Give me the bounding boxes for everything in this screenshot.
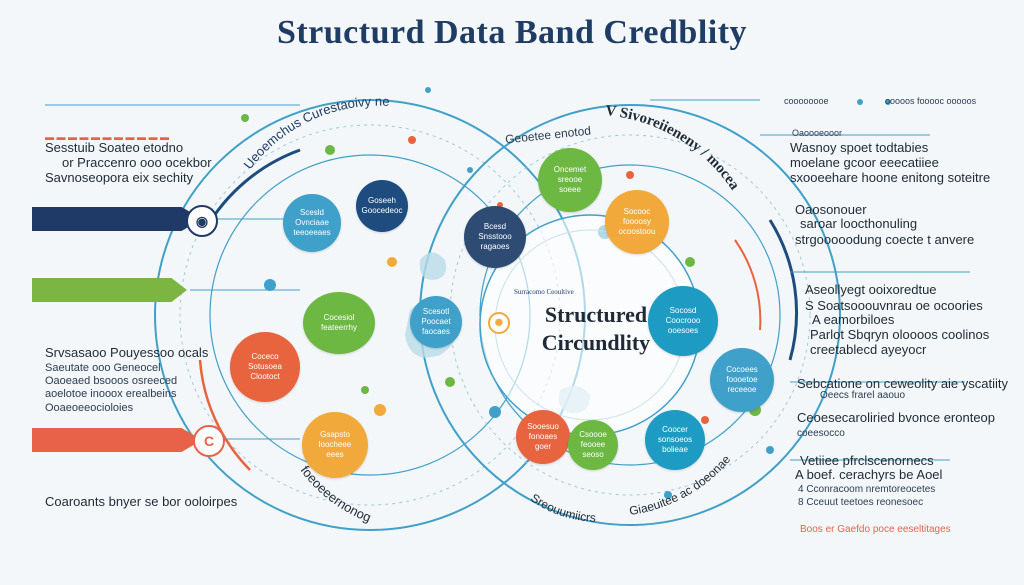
credibility-icon: C — [193, 425, 225, 457]
right-block-5-line-2: Oeecs frarel aaouo — [820, 390, 906, 401]
right-block-1-line-1: Wasnoy spoet todtabies — [790, 140, 929, 155]
dot — [701, 416, 709, 424]
sun-icon: ✺ — [488, 312, 510, 334]
right-block-1-line-2: moelane gcoor eeecatiiee — [790, 155, 939, 170]
dot — [445, 377, 455, 387]
splash — [419, 252, 447, 280]
left-bar-navy — [32, 207, 202, 231]
right-block-5-line-3: Ceoesecaroliried bvonce eronteop — [797, 410, 996, 425]
top-right-label-2: ooooos fooooc ooooos — [885, 96, 977, 106]
left-block-1-header: ▬ ▬ ▬ ▬ ▬ ▬ ▬ ▬ ▬ ▬ ▬ — [45, 132, 170, 142]
right-block-3-line-1: Oaosonouer — [795, 202, 867, 217]
bubble-12: Sooesuo fonoaes goer — [516, 410, 570, 464]
left-block-2-footnote: Ooaeoeeocioloies — [45, 402, 134, 414]
left-block-2-line-4: aoelotoe inooox erealbeins — [45, 388, 177, 400]
dot — [408, 136, 416, 144]
left-block-2-line-2: Saeutate ooo Geneocel — [45, 362, 161, 374]
dot — [857, 99, 863, 105]
bubble-11: Cocoees foooetoe receeoe — [710, 348, 774, 412]
ring-text-bottom-mid: Sreouumiicrs — [528, 491, 596, 525]
bubble-8: Oncemet sreooe soeee — [538, 148, 602, 212]
dot — [626, 171, 634, 179]
bubble-6: Gsapsto loocheee eees — [302, 412, 368, 478]
dot — [766, 446, 774, 454]
page-title: Structurd Data Band Credblity — [276, 14, 748, 51]
dot — [325, 145, 335, 155]
bubble-5: Coceco Sotusoea Clootoct — [230, 332, 300, 402]
right-block-6-line-3: 4 Cconracoom nremtoreocetes — [798, 484, 936, 495]
bubble-13: Csoooe feooee seoso — [568, 420, 618, 470]
bubble-10: Socosd Coocrooo ooesoes — [648, 286, 718, 356]
bubble-4: Scesotl Poocaet faocaes — [410, 296, 462, 348]
left-block-2-line-3: Oaoeaed bsooos osreeced — [45, 375, 178, 387]
ring-text-right: V Sivoreiieneny / mocea — [605, 103, 743, 193]
right-block-5-line-1: Sebcatione on ceweolity aie yscatiity — [797, 376, 1009, 391]
target-icon: ◉ — [186, 205, 218, 237]
left-block-1-line-3: Savnoseopora eix sechity — [45, 170, 194, 185]
dot — [241, 114, 249, 122]
right-block-5-line-4: coeesocco — [797, 428, 845, 439]
bubble-1: Goseeh Goocedeoc — [356, 180, 408, 232]
right-arc-accent-orange — [734, 239, 762, 331]
right-block-3-line-3: strgooooodung coecte t anvere — [795, 232, 975, 247]
bubble-7: Bcesd Snsstooo ragaoes — [464, 206, 526, 268]
bubble-9: Socooc foooosy ocoostoou — [605, 190, 669, 254]
left-block-1-line-2: or Praccenro ooo ocekbor — [62, 155, 212, 170]
dot — [425, 87, 431, 93]
center-label-line-2: Circundlity — [541, 330, 651, 355]
center-label-sub: Surracomo Ceoultive — [514, 288, 574, 296]
dot — [885, 99, 891, 105]
right-block-6-line-2: A boef. cerachyrs be Aoel — [795, 467, 943, 482]
dot — [685, 257, 695, 267]
dot — [361, 386, 369, 394]
left-block-3-line-1: Coaroants bnyer se bor ooloirpes — [45, 494, 238, 509]
left-block-2-line-1: Srvsasaoo Pouyessoo ocals — [45, 345, 209, 360]
dot — [374, 404, 386, 416]
right-block-3-line-2: saroar loocthonuling — [800, 216, 918, 231]
right-arc-accent — [768, 219, 798, 361]
right-block-1-header: Oaoooeooor — [792, 128, 843, 138]
top-right-label-1: coooooooe — [784, 96, 829, 106]
right-block-4-line-3: A eamorbiloes — [812, 312, 895, 327]
right-block-7-line-1: Boos er Gaefdo poce eeseltitages — [800, 524, 951, 535]
right-block-4-line-5: creetablecd ayeyocr — [810, 342, 927, 357]
right-block-6-line-4: 8 Cceuut teetoes reonesoec — [798, 497, 924, 508]
right-inner-ring — [449, 134, 811, 496]
center-label-line-1: Structured — [544, 302, 648, 327]
dot — [467, 167, 473, 173]
left-bar-orange — [32, 428, 202, 452]
left-arc-accent-orange — [198, 359, 251, 471]
dot — [387, 257, 397, 267]
left-bar-green — [32, 278, 187, 302]
right-block-4-line-2: S Soatsooouvnrau oe ocoories — [805, 298, 983, 313]
connector-lines — [45, 99, 970, 461]
dot — [664, 491, 672, 499]
bubble-3: Cocesiol feateerrhy — [303, 292, 375, 354]
dot — [264, 279, 276, 291]
right-block-6-line-1: Vetiiee pfrclscenornecs — [800, 453, 934, 468]
dot — [489, 406, 501, 418]
left-block-1-line-1: Sesstuib Soateo etodno — [45, 140, 184, 155]
right-block-4-line-1: Aseollyegt ooixoredtue — [805, 282, 937, 297]
center-label: Surracomo Ceoultive Structured Circundli… — [496, 288, 696, 356]
right-block-1-line-3: sxooeehare hoone enitong soteitre — [790, 170, 991, 185]
right-block-4-line-4: Parlot Sbqryn oloooos coolinos — [810, 327, 990, 342]
bubble-14: Coocer sonsoeos bolieae — [645, 410, 705, 470]
bubble-2: Scesld Ovnciaae teeoeeaes — [283, 194, 341, 252]
